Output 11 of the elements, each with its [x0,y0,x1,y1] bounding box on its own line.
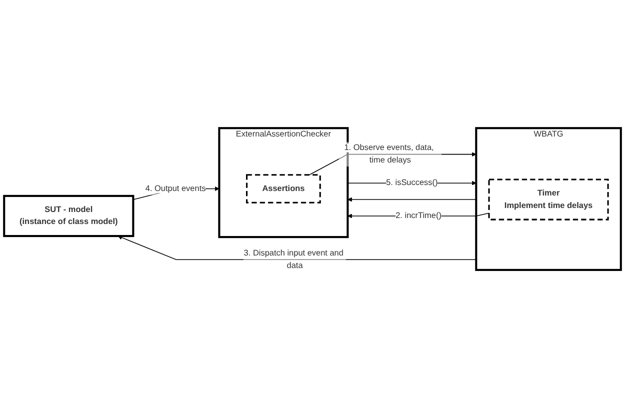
arrow [308,152,476,176]
node-box: SUT - model (instance of class model) [3,194,134,237]
edge-label: 5. isSuccess() [386,178,438,188]
edge-label: 3. Dispatch input event and data [244,248,344,270]
arrow [118,235,477,260]
arrow [347,197,477,202]
node-box: Assertions [246,174,321,204]
edge-label: 1. Observe events, data, time delays [344,143,434,165]
edge-label: 4. Output events [145,184,206,193]
node-box: Timer Implement time delays [488,178,609,220]
edge-label: 2. incrTime() [396,211,442,220]
